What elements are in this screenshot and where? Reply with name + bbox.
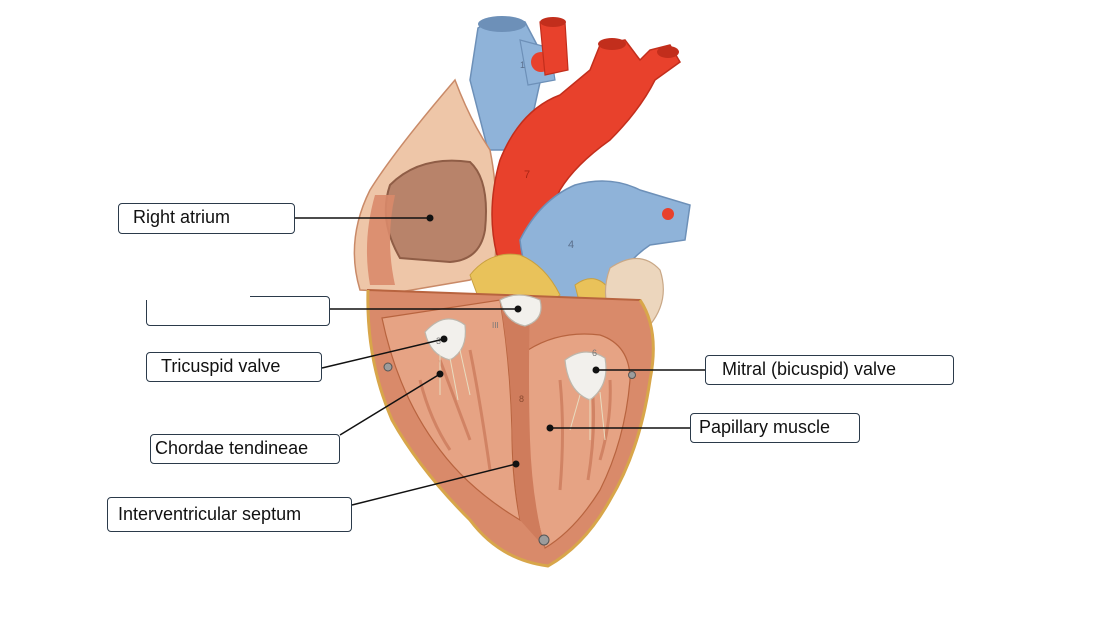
label-papillary-muscle: Papillary muscle [690, 413, 860, 443]
model-number: 6 [592, 348, 597, 358]
label-right-atrium: Right atrium [118, 203, 295, 234]
leader-line-septum [351, 463, 517, 506]
right-atrium-chamber [384, 159, 487, 264]
model-number: 7 [524, 169, 530, 181]
model-number: 1 [520, 60, 525, 70]
label-chordae-tendineae: Chordae tendineae [150, 434, 340, 464]
label-tricuspid-valve: Tricuspid valve [146, 352, 322, 382]
model-number: III [492, 321, 499, 330]
vena-cava-opening [478, 16, 526, 32]
model-number: 4 [568, 239, 574, 251]
label-blank [146, 296, 330, 326]
label-blank-gap [140, 292, 250, 300]
septum-tissue [500, 300, 545, 548]
mitral-valve-model [564, 351, 607, 401]
right-ventricle-chamber [381, 299, 521, 522]
model-number: 8 [519, 394, 524, 404]
label-interventricular-septum: Interventricular septum [107, 497, 352, 532]
label-mitral-valve: Mitral (bicuspid) valve [705, 355, 954, 385]
leader-line-chordae [339, 373, 441, 436]
epicardial-fat [469, 253, 561, 306]
leader-line-tricuspid [321, 338, 445, 369]
